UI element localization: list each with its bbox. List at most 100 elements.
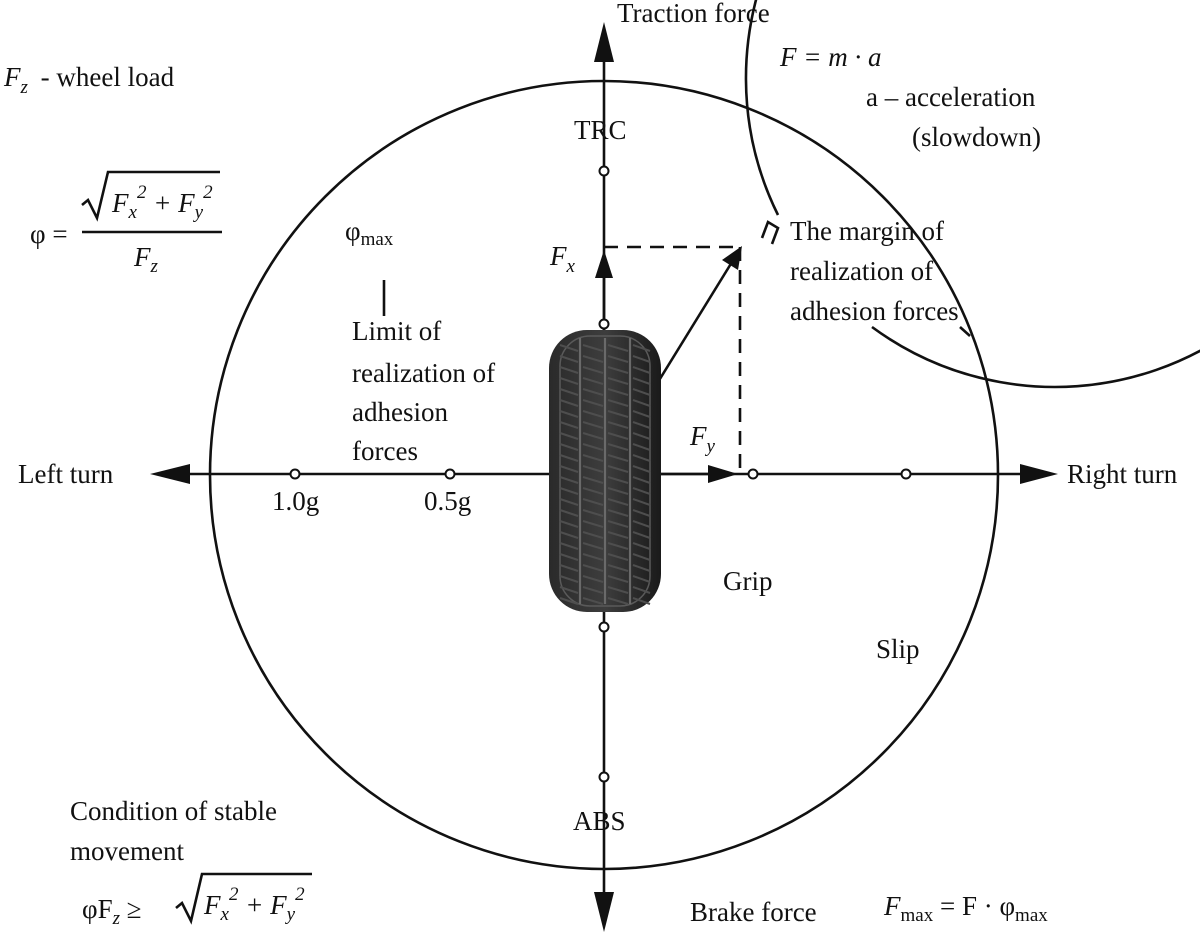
tread-groove	[559, 553, 579, 561]
tread-groove	[559, 487, 579, 495]
tread-groove	[559, 476, 579, 484]
tread-groove	[607, 344, 629, 352]
tread-groove	[559, 575, 579, 583]
tread-groove	[632, 498, 651, 506]
tread-groove	[582, 487, 604, 495]
tread-groove	[607, 432, 629, 440]
tire-icon	[549, 330, 661, 612]
tread-groove	[559, 443, 579, 451]
tread-groove	[632, 542, 651, 550]
tread-groove	[632, 509, 651, 517]
wheel-load-legend: Fz - wheel load	[3, 62, 175, 98]
tread-groove	[632, 564, 651, 572]
left-turn-arrowhead	[150, 464, 190, 484]
tread-groove	[607, 454, 629, 462]
tread-groove	[607, 377, 629, 385]
svg-text:φ =: φ =	[30, 219, 68, 249]
fx-label: Fx	[549, 241, 576, 277]
tread-groove	[582, 498, 604, 506]
node-left-half	[444, 468, 456, 480]
tread-groove	[582, 553, 604, 561]
tread-groove	[607, 366, 629, 374]
resultant-arrowhead	[722, 246, 742, 270]
tread-groove	[559, 366, 579, 374]
tread-groove	[582, 344, 604, 352]
node-right-inner	[900, 468, 912, 480]
tread-groove	[582, 399, 604, 407]
tread-groove	[607, 553, 629, 561]
left-turn-label: Left turn	[18, 459, 114, 489]
fy-arrowhead	[708, 465, 738, 483]
brake-force-label: Brake force	[690, 897, 817, 927]
tread-groove	[632, 597, 651, 605]
tread-groove	[582, 531, 604, 539]
outer-gap-mark	[959, 326, 971, 337]
one-g-label: 1.0g	[272, 486, 319, 516]
tread-groove	[607, 410, 629, 418]
tread-groove	[632, 465, 651, 473]
grip-label: Grip	[723, 566, 773, 596]
tread-groove	[632, 586, 651, 594]
tread-groove	[632, 399, 651, 407]
right-turn-arrowhead	[1020, 464, 1058, 484]
tread-groove	[607, 575, 629, 583]
tread-groove	[632, 553, 651, 561]
trc-label: TRC	[574, 115, 627, 145]
tread-groove	[607, 443, 629, 451]
tread-groove	[632, 344, 651, 352]
tread-groove	[582, 443, 604, 451]
tread-groove	[632, 531, 651, 539]
tread-groove	[559, 388, 579, 396]
traction-arrowhead	[594, 22, 614, 62]
tread-groove	[559, 509, 579, 517]
tread-groove	[607, 487, 629, 495]
tread-groove	[559, 355, 579, 363]
tread-groove	[632, 520, 651, 528]
traction-force-label: Traction force	[617, 0, 770, 28]
node-bottom-half	[598, 621, 610, 633]
tread-groove	[582, 542, 604, 550]
condition-label: Condition of stable movement	[70, 796, 284, 866]
tread-groove	[607, 564, 629, 572]
svg-text:Fx2 + Fy2: Fx2 + Fy2	[111, 182, 213, 223]
tread-groove	[632, 366, 651, 374]
tread-groove	[632, 410, 651, 418]
tread-groove	[582, 575, 604, 583]
tread-groove	[607, 399, 629, 407]
tread-groove	[582, 586, 604, 594]
tread-groove	[582, 366, 604, 374]
tread-groove	[559, 520, 579, 528]
margin-gap-mark	[760, 220, 780, 245]
tread-groove	[582, 597, 604, 605]
fmax-formula: Fmax = F · φmax	[883, 891, 1048, 926]
tread-groove	[582, 432, 604, 440]
tread-groove	[632, 421, 651, 429]
inner-grip-circle	[744, 0, 1200, 389]
tread-groove	[582, 410, 604, 418]
phi-formula: φ = Fx2 + Fy2 Fz	[30, 170, 222, 277]
tread-groove	[632, 575, 651, 583]
node-top-half	[598, 318, 610, 330]
tread-groove	[559, 586, 579, 594]
tread-groove	[607, 355, 629, 363]
svg-text:φFz ≥: φFz ≥	[82, 894, 142, 929]
newton-formula: F = m · a	[779, 42, 881, 72]
fy-label: Fy	[689, 421, 716, 457]
tread-groove	[607, 520, 629, 528]
slip-label: Slip	[876, 634, 920, 664]
tread-groove	[559, 410, 579, 418]
tread-groove	[607, 597, 629, 605]
tread-groove	[582, 520, 604, 528]
tread-groove	[607, 509, 629, 517]
tread-groove	[559, 432, 579, 440]
tread-groove	[607, 465, 629, 473]
condition-formula: φFz ≥ Fx2 + Fy2	[82, 872, 312, 929]
tread-groove	[607, 388, 629, 396]
tread-groove	[559, 597, 579, 605]
tread-groove	[582, 509, 604, 517]
tread-groove	[632, 377, 651, 385]
tread-groove	[559, 564, 579, 572]
svg-text:Fz: Fz	[133, 242, 159, 277]
tread-groove	[632, 388, 651, 396]
node-left-inner	[289, 468, 301, 480]
